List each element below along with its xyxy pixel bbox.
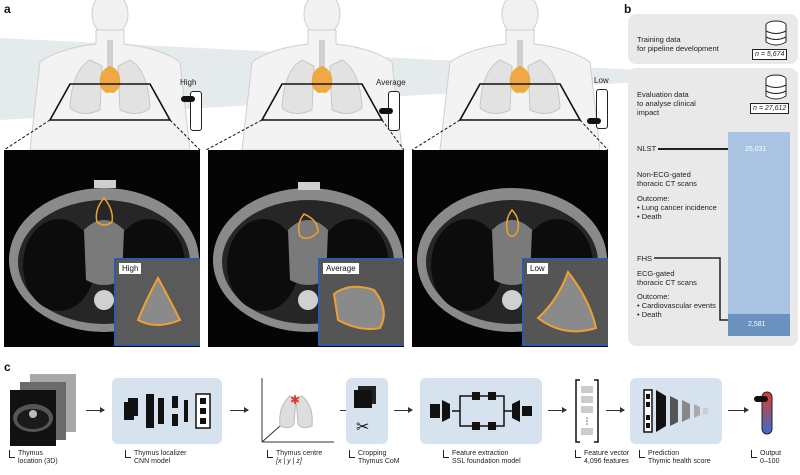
bar-nlst (728, 132, 790, 314)
step-4-line1: Cropping (358, 450, 387, 457)
database-icon (765, 20, 787, 46)
eval-text-3: impact (637, 108, 660, 117)
panel-c-letter: c (4, 360, 11, 374)
fhs-name: FHS (637, 254, 652, 263)
step-6-label: Feature vector 4,096 features (575, 450, 630, 466)
training-text-1: Training data (637, 35, 681, 44)
nlst-outcome: Outcome: (637, 194, 670, 203)
inset-label-high: High (119, 263, 142, 274)
step-8-line2: 0–100 (760, 458, 780, 465)
step-4-label: Cropping Thymus CoM (349, 450, 400, 466)
fhs-desc-1: ECG-gated (637, 269, 675, 278)
svg-text:✱: ✱ (290, 393, 300, 407)
inset-label-average: Average (323, 263, 359, 274)
panel-b-letter: b (624, 2, 632, 16)
arrow-4 (394, 407, 413, 413)
training-data-box: Training data for pipeline development n… (628, 14, 798, 64)
prediction-box (630, 378, 722, 444)
prediction-mlp-icon (643, 389, 708, 433)
feature-extraction-box (420, 378, 542, 444)
cropping-box: ✂ (346, 378, 388, 444)
arrow-6 (606, 407, 625, 413)
step-3-label: Thymus centre [x | y | z] (267, 450, 323, 466)
ct-scan-average: Average (208, 150, 404, 347)
step-5-line1: Feature extraction (452, 450, 509, 457)
nlst-connector (658, 148, 728, 150)
step-8-label: Output 0–100 (751, 450, 782, 466)
eval-n-label: n = 27,612 (750, 103, 790, 114)
training-text-2: for pipeline development (637, 44, 719, 53)
bar-nlst-value: 25,031 (745, 146, 767, 153)
inset-zoom-average: Average (318, 258, 404, 346)
step-5-label: Feature extraction SSL foundation model (443, 450, 521, 466)
step-2-label: Thymus localizer CNN model (125, 450, 187, 466)
eval-text-1: Evaluation data (637, 90, 689, 99)
inset-zoom-low: Low (522, 258, 608, 346)
eval-text-2: to analyse clinical (637, 99, 696, 108)
arrow-2 (230, 407, 249, 413)
ct-scan-low: Low (412, 150, 608, 347)
step-1-line2: location (3D) (18, 458, 58, 465)
database-icon-eval (765, 74, 787, 100)
output-thermometer-icon (754, 391, 773, 435)
step-2-line2: CNN model (134, 458, 171, 465)
thermometer-high-icon (181, 91, 202, 131)
step-6-line1: Feature vector (584, 450, 630, 457)
arrow-5 (548, 407, 567, 413)
fhs-desc-2: thoracic CT scans (637, 278, 697, 287)
step-5-line2: SSL foundation model (452, 458, 521, 465)
training-n-label: n = 5,674 (752, 49, 788, 60)
arrow-7 (728, 407, 749, 413)
thermometer-low-icon (587, 89, 608, 129)
ssl-network-icon (430, 392, 532, 430)
nlst-name: NLST (637, 144, 657, 153)
step-7-line2: Thymic health score (648, 458, 711, 465)
thermometer-average-icon (379, 91, 400, 131)
bar-fhs (728, 314, 790, 336)
inset-zoom-high: High (114, 258, 200, 346)
level-label-high: High (180, 78, 197, 87)
fhs-bullet-1: • Cardiovascular events (637, 301, 716, 310)
step-4-line2: Thymus CoM (358, 458, 400, 465)
feature-vector-icon (575, 379, 599, 443)
bar-fhs-value: 2,581 (748, 321, 766, 328)
panel-a-letter: a (4, 2, 11, 16)
crop-scissors-icon: ✂ (354, 386, 376, 436)
ct-scan-high: High (4, 150, 200, 347)
svg-text:✂: ✂ (356, 417, 369, 436)
step-2-line1: Thymus localizer (134, 450, 187, 457)
step-1-line1: Thymus (18, 450, 43, 457)
torso-illustrations (3, 0, 609, 150)
step-6-line2: 4,096 features (584, 458, 629, 465)
fhs-outcome: Outcome: (637, 292, 670, 301)
nlst-bullet-1: • Lung cancer incidence (637, 203, 717, 212)
ct-stack-icon (10, 374, 76, 446)
step-3-line1: Thymus centre (276, 450, 323, 457)
nlst-bullet-2: • Death (637, 212, 662, 221)
level-label-low: Low (594, 76, 609, 85)
inset-label-low: Low (527, 263, 548, 274)
step-7-line1: Prediction (648, 450, 680, 457)
nlst-desc-2: thoracic CT scans (637, 179, 697, 188)
thymus-centre-icon: ✱ (261, 378, 334, 443)
fhs-connector (654, 257, 728, 321)
cnn-layers-icon (124, 393, 211, 429)
step-3-line2: [x | y | z] (276, 458, 302, 465)
arrow-1 (86, 407, 105, 413)
level-label-average: Average (376, 78, 406, 87)
step-8-line1: Output (760, 450, 782, 457)
cnn-model-box (112, 378, 222, 444)
step-7-label: Prediction Thymic health score (639, 450, 711, 466)
evaluation-data-box: Evaluation data to analyse clinical impa… (628, 68, 798, 346)
nlst-desc-1: Non-ECG-gated (637, 170, 691, 179)
fhs-bullet-2: • Death (637, 310, 662, 319)
step-1-label: Thymus location (3D) (9, 450, 58, 466)
